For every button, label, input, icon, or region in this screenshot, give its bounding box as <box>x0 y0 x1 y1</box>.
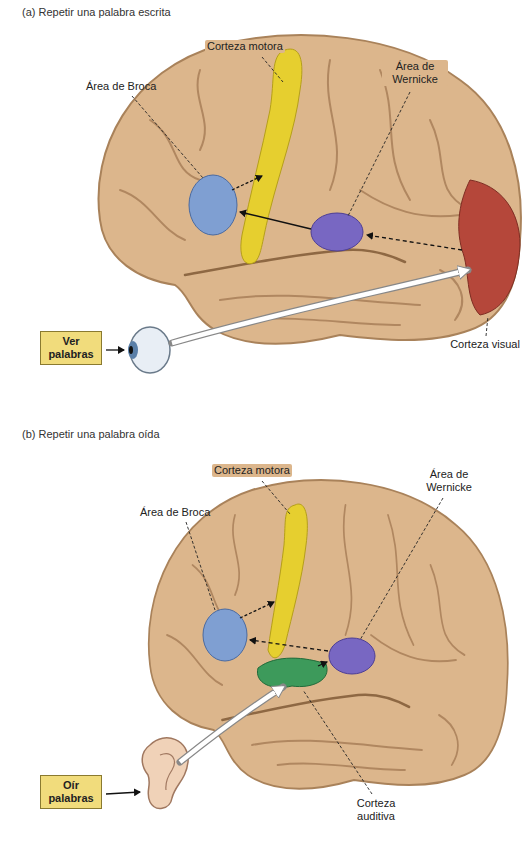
input-arrow <box>106 349 124 350</box>
leader-line <box>486 316 488 336</box>
sense-arrow-outline <box>180 687 283 762</box>
broca-area <box>203 609 247 661</box>
motor-cortex <box>268 504 307 658</box>
panel-title: (a) Repetir una palabra escrita <box>22 6 171 19</box>
leader-line <box>262 481 290 514</box>
path-arrow <box>250 640 328 651</box>
box-text: Ver palabras <box>45 335 97 361</box>
leader-line <box>262 57 283 82</box>
auditory-cortex <box>257 658 327 687</box>
path-arrow <box>240 212 311 229</box>
broca-area <box>189 175 237 235</box>
path-arrow <box>318 662 327 666</box>
path-arrow <box>240 602 274 618</box>
box-text: Oír palabras <box>45 779 97 805</box>
visual-cortex <box>459 180 520 315</box>
brain-a <box>99 35 521 344</box>
sense-arrow <box>172 270 468 343</box>
area-label: Corteza motora <box>205 40 285 53</box>
sense-arrow-outline <box>172 270 468 343</box>
panel-title: (b) Repetir una palabra oída <box>22 428 160 441</box>
leader-line <box>186 522 215 610</box>
sense-arrow <box>180 687 283 762</box>
input-box: Oír palabras <box>40 775 102 809</box>
input-box: Ver palabras <box>40 331 102 365</box>
ear-icon <box>142 738 188 809</box>
leader-line <box>348 92 410 216</box>
leader-line <box>360 498 443 640</box>
wernicke-area <box>311 213 363 251</box>
area-label: Área de Wernicke <box>382 60 448 86</box>
area-label: Corteza auditiva <box>345 797 407 823</box>
area-label: Área de Wernicke <box>418 468 480 494</box>
leader-line <box>303 690 372 794</box>
motor-cortex <box>241 49 302 264</box>
area-label: Corteza visual <box>450 338 520 351</box>
area-label: Área de Broca <box>140 506 210 519</box>
wernicke-area <box>329 638 375 674</box>
brain-b <box>149 480 508 789</box>
path-arrow <box>232 176 262 190</box>
area-label: Corteza motora <box>212 464 292 477</box>
area-label: Área de Broca <box>86 80 156 93</box>
leader-line <box>132 96 203 178</box>
path-arrow <box>367 235 462 250</box>
input-arrow <box>106 792 140 794</box>
eye-icon <box>128 327 170 373</box>
